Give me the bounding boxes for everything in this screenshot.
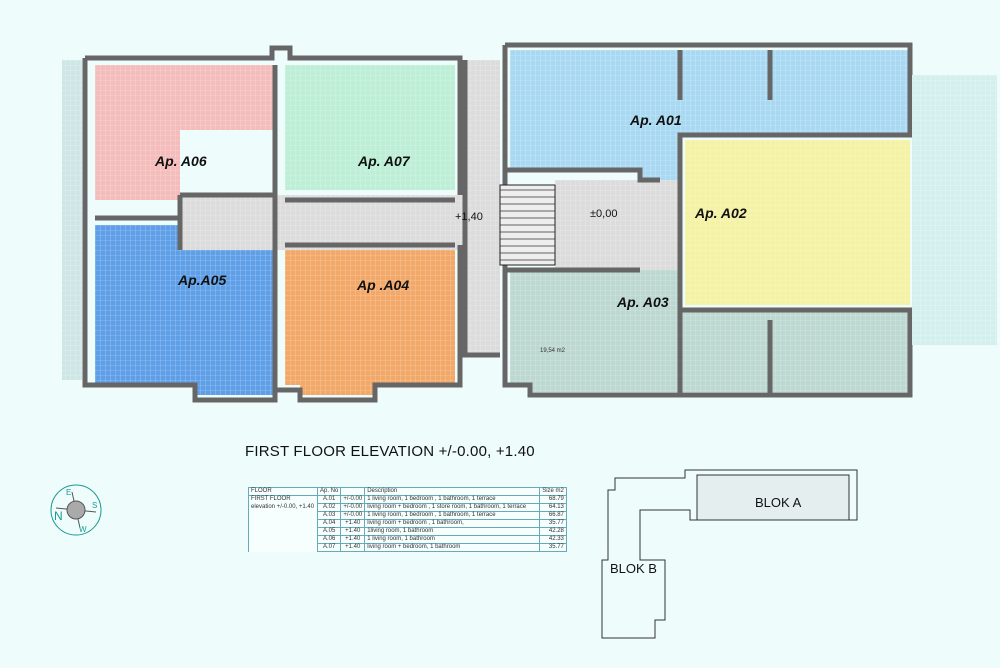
description-cell: living room + bedroom , 1 store room, 1 … [364,503,541,512]
apartment-label: Ap.A05 [177,272,226,288]
compass-east: E [66,488,71,497]
room-a07 [285,65,455,190]
header-description: Description [364,487,541,496]
floor-cell [248,519,318,528]
size-cell: 35.77 [539,519,567,528]
description-cell: 1 living room, 1 bathroom [364,535,541,544]
level-mark-upper: +1,40 [455,211,483,223]
apartment-label: Ap. A07 [357,153,411,169]
level-cell: +/-0.00 [340,511,366,520]
size-cell: 66.87 [539,511,567,520]
size-cell: 35.77 [539,543,567,552]
room-corridor [555,180,680,270]
header-size: Size m2 [539,487,567,496]
description-cell: 1living room, 1 bathroom [364,527,541,536]
description-cell: living room + bedroom, 1 bathroom [364,543,541,552]
size-cell: 42.33 [539,535,567,544]
room-a03 [640,310,910,390]
level-cell: +1.40 [340,527,366,536]
apartment-table: FLOOR Ap. No Description Size m2 FIRST F… [248,487,567,552]
room-corridor [465,60,500,355]
header-level [340,487,366,496]
blok-b-label: BLOK B [610,561,657,576]
ap-cell: A.02 [316,503,342,512]
size-cell: 68.79 [539,495,567,504]
description-cell: 1 living room, 1 bedroom , 1 bathroom, 1… [364,495,541,504]
room-a01 [680,50,910,135]
compass-north: N [54,509,63,523]
site-plan [601,469,858,639]
apartment-label: Ap. A06 [154,153,207,169]
floor-cell [248,535,318,544]
ap-cell: A.06 [316,535,342,544]
room-a04 [300,380,375,395]
table-header-row: FLOOR Ap. No Description Size m2 [248,487,567,496]
apartment-label: Ap. A02 [694,205,747,221]
description-cell: living room + bedroom , 1 bathroom, [364,519,541,528]
floor-cell: elevation +/-0.00, +1.40 [248,503,318,512]
size-cell: 42.28 [539,527,567,536]
ap-cell: A.03 [316,511,342,520]
room-a04 [285,245,455,385]
apartment-label: Ap. A01 [629,112,682,128]
apartment-label: Ap .A04 [356,277,409,293]
level-mark-ground: ±0,00 [590,208,617,220]
level-cell: +1.40 [340,519,366,528]
ap-cell: A.05 [316,527,342,536]
floor-cell: FIRST FLOOR [248,495,318,504]
room-a06 [180,65,275,130]
description-cell: 1 living room, 1 bedroom , 1 bathroom, 1… [364,511,541,520]
header-ap-no: Ap. No [316,487,342,496]
level-cell: +/-0.00 [340,495,366,504]
compass: N E S W [50,484,102,536]
room-a05 [195,380,275,395]
room-a05 [95,225,275,385]
level-cell: +1.40 [340,543,366,552]
floor-cell [248,527,318,536]
area-note: 19,54 m2 [540,348,566,354]
room-a06 [95,65,180,200]
walls [82,42,913,403]
room-corridor [180,195,500,250]
terrace-right [912,75,997,345]
room-a01 [640,135,680,180]
room-a02 [685,140,910,305]
page-title: FIRST FLOOR ELEVATION +/-0.00, +1.40 [245,443,535,460]
floor-cell [248,511,318,520]
header-floor: FLOOR [248,487,318,496]
compass-south: S [92,501,97,510]
level-cell: +1.40 [340,535,366,544]
ap-cell: A.04 [316,519,342,528]
blok-a-label: BLOK A [755,495,802,510]
size-cell: 64.13 [539,503,567,512]
room-a03 [530,380,910,392]
compass-west: W [79,525,87,534]
terrace-left [62,60,82,380]
level-cell: +/-0.00 [340,503,366,512]
ap-cell: A.07 [316,543,342,552]
ap-cell: A.01 [316,495,342,504]
floor-cell [248,543,318,552]
apartment-label: Ap. A03 [616,294,669,310]
